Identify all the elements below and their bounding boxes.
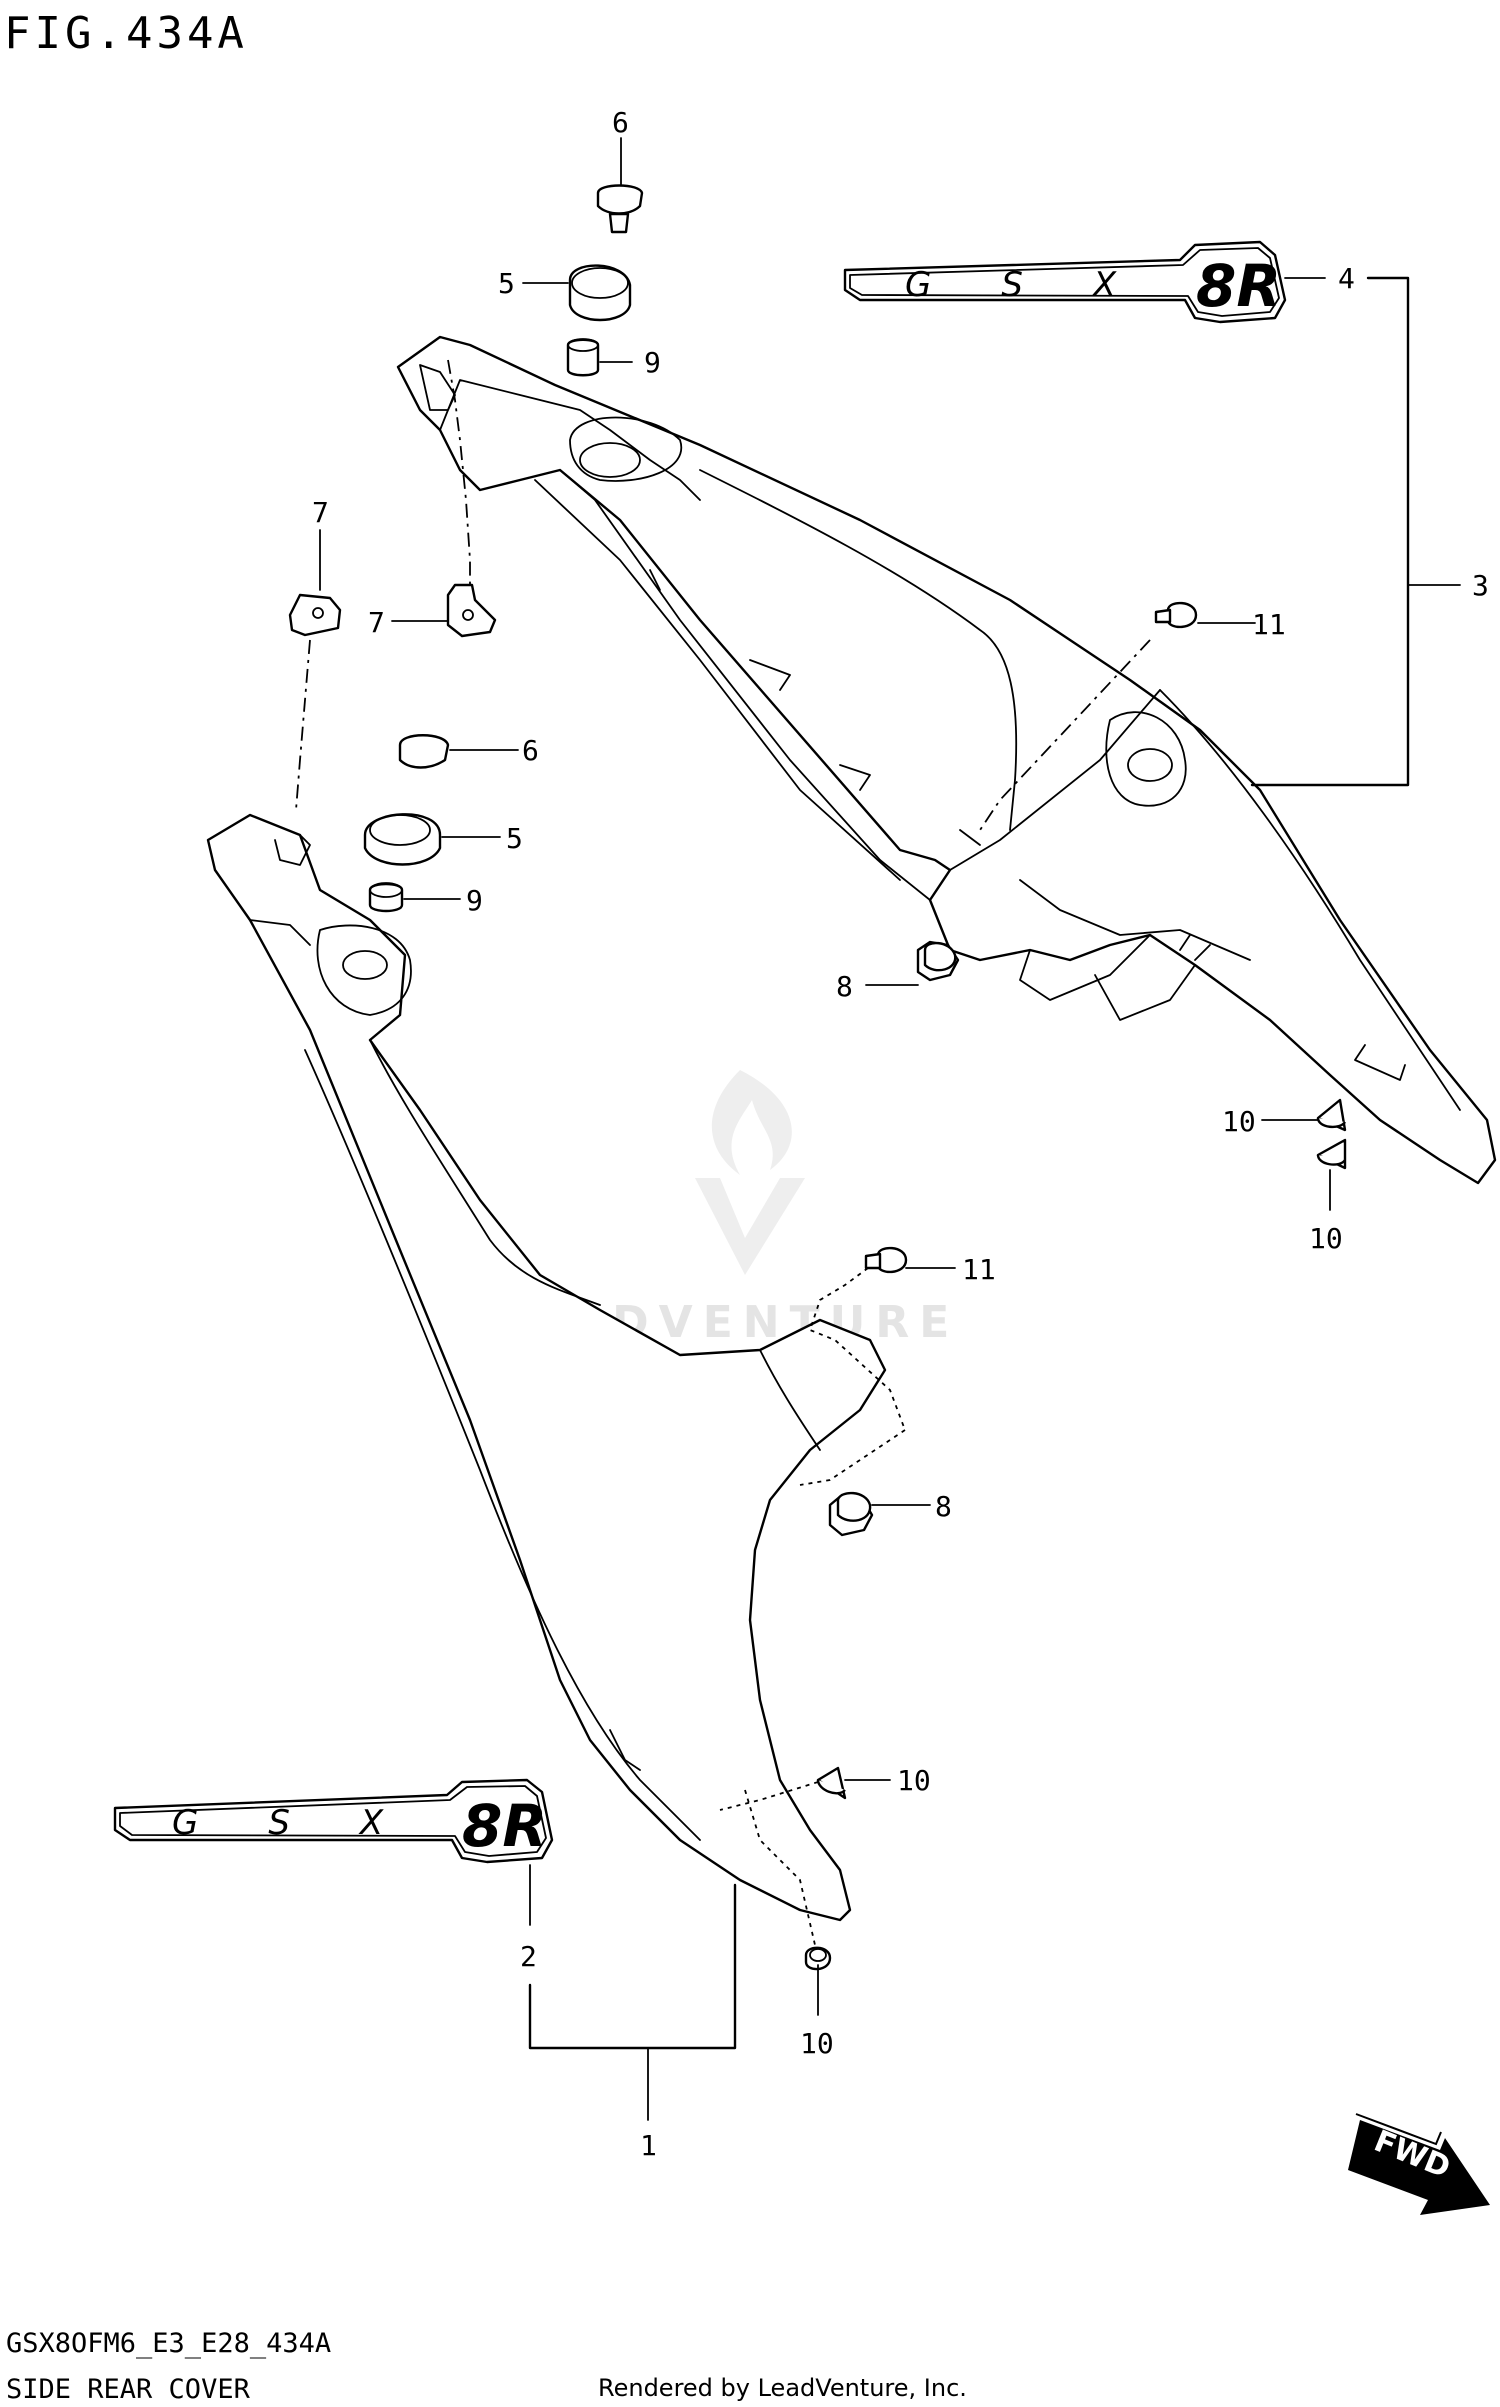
callout-1: 1 — [640, 2129, 657, 2162]
assembly-lines — [295, 359, 1151, 1946]
callout-3: 3 — [1472, 569, 1489, 602]
nut-7-right — [446, 583, 497, 638]
render-credit: Rendered by LeadVenture, Inc. — [598, 2374, 967, 2402]
callout-7-right: 7 — [368, 606, 385, 639]
callout-6-upper: 6 — [612, 106, 629, 139]
emblem-upper: GSX 8R — [843, 240, 1287, 324]
clip-10-c — [816, 1766, 847, 1800]
clip-10-a — [1316, 1098, 1347, 1132]
emblem-upper-suffix: 8R — [1196, 252, 1281, 320]
cushion-5-upper — [568, 264, 632, 322]
callout-10-c: 10 — [897, 1764, 931, 1797]
emblem-lower-suffix: 8R — [462, 1792, 547, 1860]
grommet-6-lower — [398, 734, 450, 769]
spacer-9-lower — [368, 882, 404, 913]
callout-labels: 6 5 9 4 3 7 7 11 6 5 9 8 10 10 11 8 10 2… — [312, 106, 1489, 2162]
rear-cover-left — [206, 813, 887, 1922]
callout-9-lower: 9 — [466, 884, 483, 917]
cushion-5-lower — [363, 813, 442, 866]
callout-11-upper: 11 — [1252, 608, 1286, 641]
callout-8-lower: 8 — [935, 1490, 952, 1523]
nut-7-left — [288, 593, 342, 637]
leader-lines — [319, 137, 1461, 2121]
bolt-8-upper — [916, 940, 960, 982]
callout-5-upper: 5 — [498, 267, 515, 300]
emblem-upper-text: GSX — [905, 265, 1186, 305]
callout-7-left: 7 — [312, 496, 329, 529]
emblem-lower-text: GSX — [172, 1803, 453, 1843]
screw-11-lower — [864, 1246, 908, 1274]
grommet-6-upper — [596, 184, 644, 234]
callout-10-a: 10 — [1222, 1105, 1256, 1138]
figure-caption: SIDE REAR COVER — [6, 2374, 251, 2405]
callout-11-lower: 11 — [962, 1253, 996, 1286]
model-code: GSX8OFM6_E3_E28_434A — [6, 2328, 331, 2359]
callout-4: 4 — [1338, 262, 1355, 295]
rear-cover-right — [396, 335, 1497, 1185]
fwd-arrow-icon: FWD — [1348, 2113, 1490, 2215]
screw-11-upper — [1154, 601, 1198, 629]
callout-2: 2 — [520, 1940, 537, 1973]
callout-9-upper: 9 — [644, 346, 661, 379]
callout-10-d: 10 — [800, 2027, 834, 2060]
emblem-lower: GSX 8R — [113, 1778, 554, 1864]
spacer-9-upper — [566, 338, 600, 377]
figure-title: FIG.434A — [4, 8, 248, 59]
callout-10-b: 10 — [1309, 1222, 1343, 1255]
callout-8-upper: 8 — [836, 970, 853, 1003]
bolt-8-lower — [828, 1491, 874, 1537]
clip-10-d — [804, 1946, 832, 1971]
clip-10-b — [1316, 1138, 1347, 1170]
callout-6-lower: 6 — [522, 734, 539, 767]
callout-5-lower: 5 — [506, 822, 523, 855]
